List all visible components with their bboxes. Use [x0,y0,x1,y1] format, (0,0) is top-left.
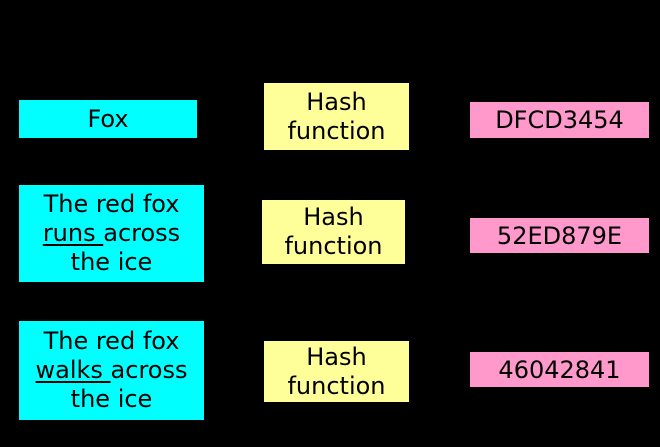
input-box-3: The red fox walks across the ice [19,321,204,420]
input-text-3-line1: The red fox [43,327,180,355]
input-text-3-line2-rest: across [110,356,188,384]
hash-function-box-1: Hash function [264,83,409,150]
hash-function-box-2: Hash function [262,200,405,264]
underlined-word: runs [42,219,104,247]
hash-function-label-3: Hash function [287,342,386,400]
digest-box-3: 46042841 [470,352,649,387]
hash-function-label-1: Hash function [287,87,386,145]
digest-value-1: DFCD3454 [495,106,624,134]
input-text-3-line3: the ice [70,385,153,413]
digest-box-2: 52ED879E [470,218,649,253]
input-text-2-line2-rest: across [103,219,181,247]
input-text-3-line2: walks across [36,356,188,385]
input-box-2: The red fox runs across the ice [19,185,204,282]
hash-function-label-2: Hash function [284,203,383,260]
input-box-1: Fox [19,100,197,138]
digest-value-2: 52ED879E [496,221,623,250]
digest-value-3: 46042841 [498,355,621,384]
input-text-2-line1: The red fox [43,190,180,218]
input-text-2-line3: the ice [70,248,153,276]
digest-box-1: DFCD3454 [470,102,649,138]
input-text-2-line2: runs across [43,219,180,248]
input-text-1: Fox [87,104,129,133]
underlined-word: walks [35,356,111,384]
hash-function-box-3: Hash function [264,341,409,402]
